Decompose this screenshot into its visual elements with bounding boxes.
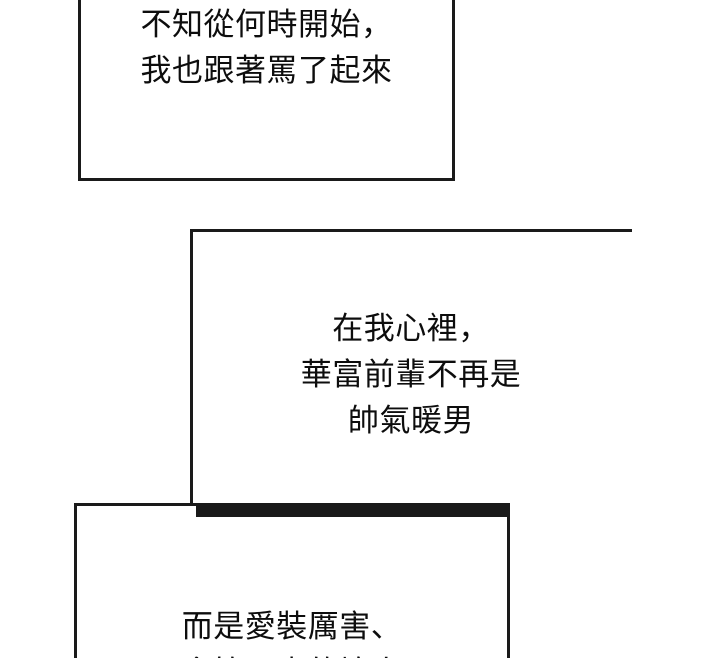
comic-panel-3 <box>74 503 510 658</box>
caption-panel-2: 在我心裡， 華富前輩不再是 帥氣暖男 <box>190 306 632 444</box>
caption-line: 帥氣暖男 <box>348 403 474 439</box>
caption-line: 在我心裡， <box>332 311 490 347</box>
caption-panel-3: 而是愛裝厲害、 多管閒事的壞人 <box>74 604 510 658</box>
caption-line: 多管閒事的壞人 <box>74 650 510 658</box>
comic-panel-2 <box>190 229 632 517</box>
panel-background <box>77 506 507 658</box>
panel-background <box>193 232 632 517</box>
caption-line: 而是愛裝厲害、 <box>181 609 403 645</box>
caption-line: 華富前輩不再是 <box>300 357 522 393</box>
caption-line: 我也跟著罵了起來 <box>140 53 393 89</box>
caption-panel-1: 不知從何時開始， 我也跟著罵了起來 <box>78 2 455 94</box>
comic-panel-1 <box>78 0 455 181</box>
caption-line: 不知從何時開始， <box>140 7 393 43</box>
